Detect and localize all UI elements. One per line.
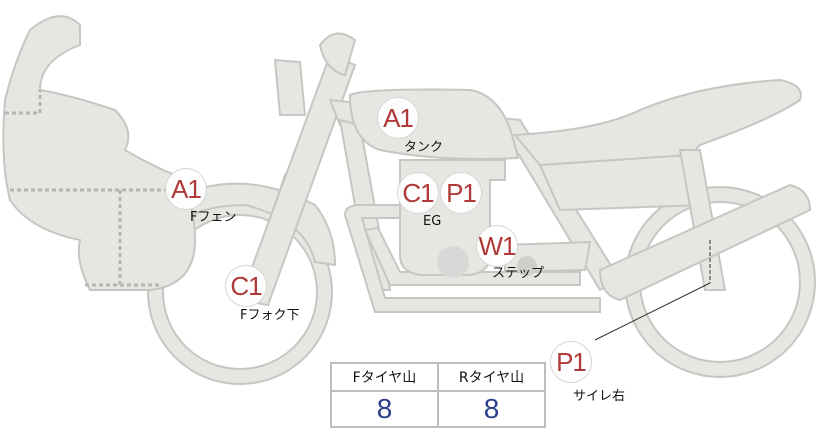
damage-badge-step[interactable]: W1 [476,225,518,267]
label-front-fender: Fフェン [190,210,237,225]
label-muffler-right: サイレ右 [573,389,626,404]
damage-badge-muffler-right[interactable]: P1 [550,341,592,383]
fairing [2,15,197,291]
damage-badge-front-fork[interactable]: C1 [225,265,267,307]
label-engine: EG [423,214,442,229]
muffler [598,183,812,302]
tire-tread-table: Fタイヤ山 Rタイヤ山 8 8 [330,362,546,428]
front-tire-header: Fタイヤ山 [330,362,439,392]
front-tire-value: 8 [330,390,439,428]
label-step: ステップ [492,266,545,281]
label-front-fork: Fフォク下 [240,308,300,323]
damage-badge-tank[interactable]: A1 [377,97,419,139]
damage-badge-engine-c[interactable]: C1 [397,172,439,214]
damage-badge-front-fender[interactable]: A1 [165,168,207,210]
rear-tire-header: Rタイヤ山 [437,362,546,392]
seat [512,78,802,167]
label-tank: タンク [404,140,444,155]
rear-tire-value: 8 [437,390,546,428]
damage-badge-engine-p[interactable]: P1 [440,172,482,214]
